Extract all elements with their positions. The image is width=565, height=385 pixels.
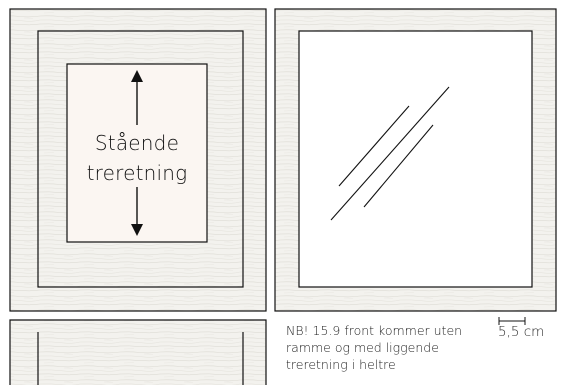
right-glass-door [274, 8, 557, 312]
glass-reflection-icon [330, 86, 450, 221]
grain-direction-label-line1: Stående [94, 131, 180, 155]
front-note: NB! 15.9 front kommer uten ramme og med … [286, 322, 496, 373]
grain-direction-label: Stående treretning [66, 128, 208, 188]
bottom-drawer-front [9, 319, 267, 385]
front-note-line2: ramme og med liggende [286, 340, 439, 355]
grain-direction-arrow [131, 70, 143, 236]
scale-label: 5,5 cm [498, 324, 545, 340]
left-door-panel [9, 8, 267, 312]
grain-direction-label-line2: treretning [86, 161, 188, 185]
scale-bar [498, 317, 526, 325]
front-note-line3: treretning i heltre [286, 357, 396, 372]
front-note-line1: NB! 15.9 front kommer uten [286, 323, 463, 338]
